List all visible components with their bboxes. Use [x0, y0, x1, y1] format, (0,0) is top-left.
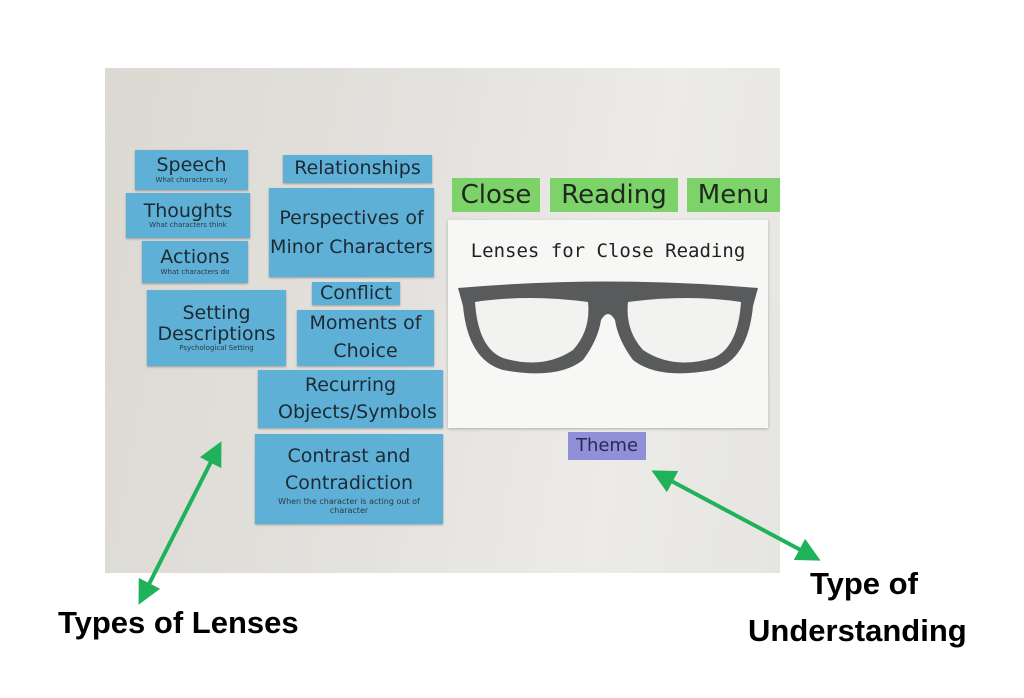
card-title: Thoughts [143, 199, 233, 222]
lens-card-relationships: Relationships [283, 155, 432, 183]
glasses-icon [458, 281, 758, 374]
lens-card-moments: Moments of Choice [297, 310, 434, 366]
poster-title: Lenses for Close Reading [470, 240, 746, 262]
type-of-understanding-label-1: Type of [810, 566, 918, 601]
card-subtitle: What characters think [149, 221, 227, 230]
card-title: Setting Descriptions [157, 301, 276, 346]
types-of-lenses-label: Types of Lenses [58, 605, 299, 640]
card-title: Speech [156, 154, 227, 177]
theme-card: Theme [568, 432, 646, 460]
card-title: Perspectives of Minor Characters [270, 207, 433, 258]
card-title: Conflict [319, 281, 393, 304]
card-title: Relationships [294, 157, 421, 180]
menu-word-close: Close [452, 178, 540, 212]
lens-card-recurring: Recurring Objects/Symbols [258, 370, 443, 428]
card-title: Actions [160, 246, 230, 269]
menu-word-menu: Menu [687, 178, 780, 212]
card-subtitle: What characters do [160, 267, 230, 276]
card-title: Recurring Objects/Symbols [278, 374, 437, 423]
card-subtitle: What characters say [155, 175, 228, 184]
card-title: Contrast and Contradiction [284, 444, 414, 495]
arrow-understanding [651, 470, 821, 561]
card-subtitle: Psychological Setting [179, 344, 254, 353]
type-of-understanding-label-2: Understanding [748, 613, 967, 648]
card-subtitle: When the character is acting out of char… [278, 496, 420, 515]
lens-card-perspectives: Perspectives of Minor Characters [269, 188, 434, 277]
card-title: Moments of Choice [309, 312, 422, 362]
lens-card-conflict: Conflict [312, 282, 400, 305]
arrow-lenses [138, 441, 222, 605]
lenses-poster: Lenses for Close Reading [448, 220, 768, 428]
menu-word-reading: Reading [550, 178, 678, 212]
